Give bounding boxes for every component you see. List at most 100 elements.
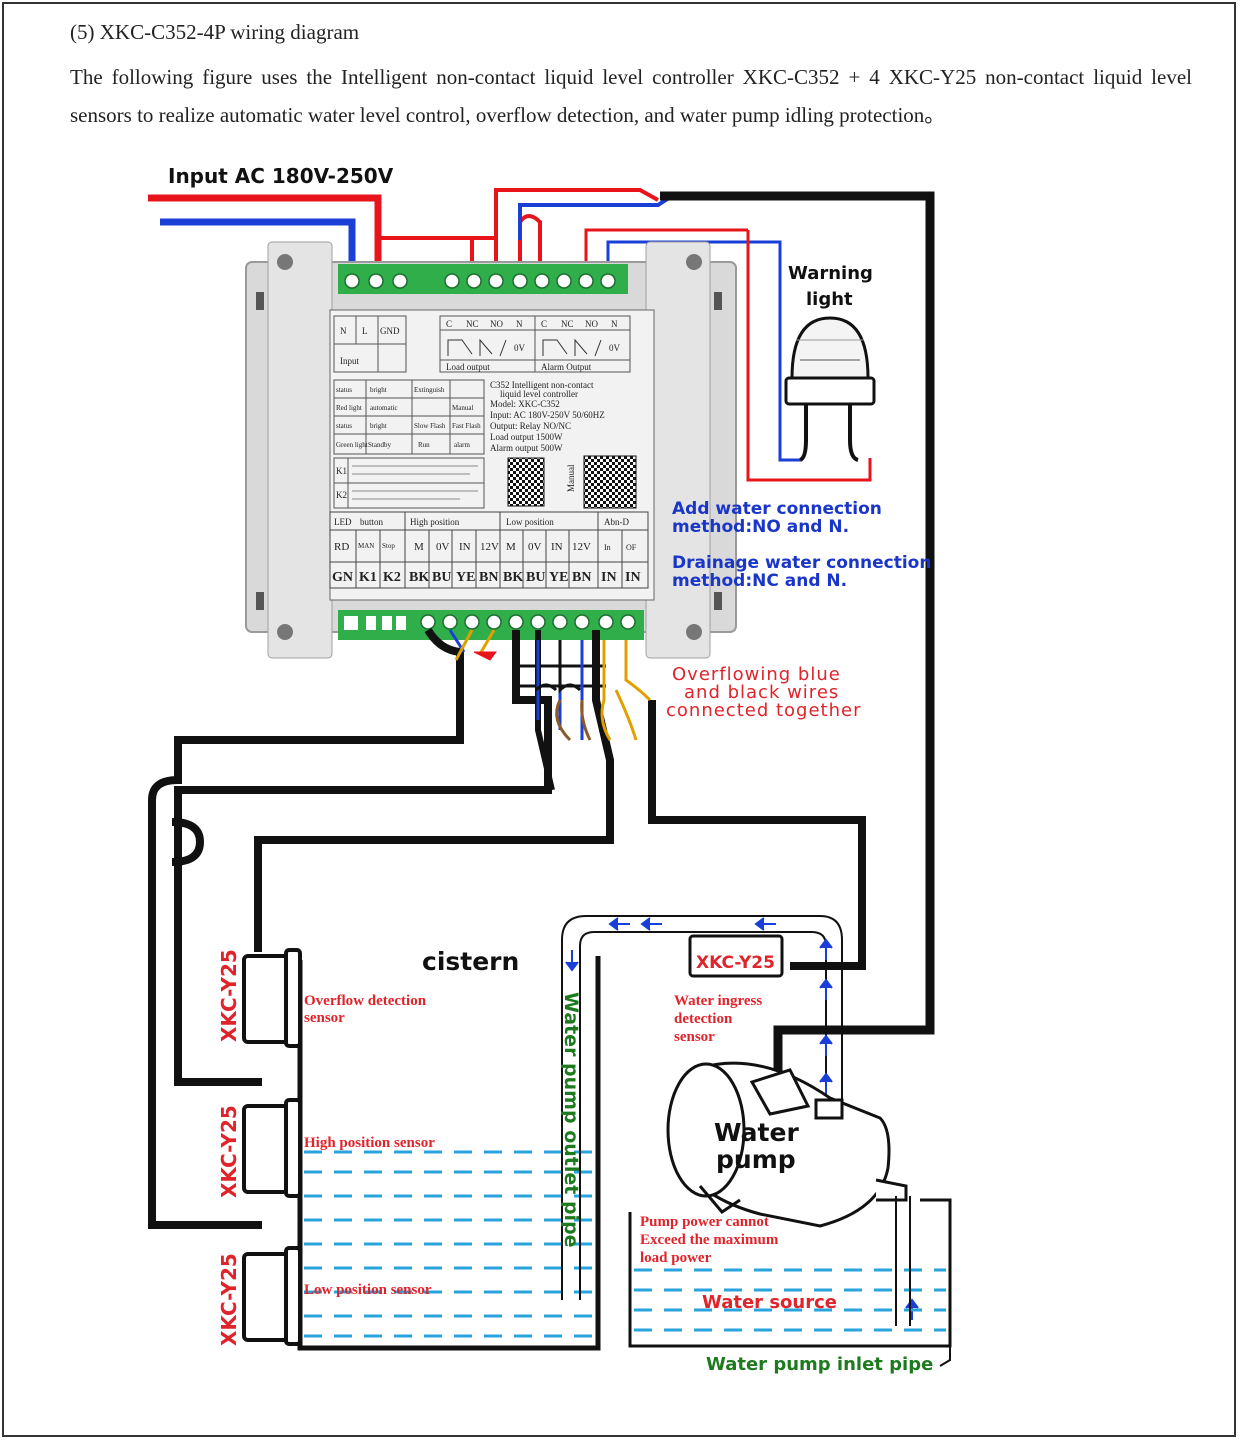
overflow-wires-label-1: Overflowing blue xyxy=(672,664,841,685)
inlet-pipe-label: Water pump inlet pipe xyxy=(706,1354,933,1375)
sensor-icon-overflow xyxy=(242,948,302,1048)
add-water-label-2: method:NO and N. xyxy=(672,517,849,537)
bottom-low-10: YE xyxy=(549,570,568,585)
drainage-label-2: method:NC and N. xyxy=(672,571,847,591)
overflow-sensor-label-2: sensor xyxy=(304,1010,345,1026)
status-cell-6: automatic xyxy=(370,404,398,412)
sensor-icon-low xyxy=(242,1246,302,1346)
status-cell-3: Extinguish xyxy=(414,386,445,394)
panel-k2: K2 xyxy=(336,490,347,500)
bottom-mid-8: M xyxy=(506,541,516,553)
panel-cell-c2: C xyxy=(541,319,547,329)
water-source-label: Water source xyxy=(702,1292,837,1313)
panel-cell-nc1: NC xyxy=(466,319,479,329)
bottom-low-7: BN xyxy=(479,570,498,585)
panel-input-label: Input xyxy=(340,356,359,366)
status-cell-1: status xyxy=(336,386,352,394)
panel-k1: K1 xyxy=(336,466,347,476)
bottom-head-5: Abn-D xyxy=(604,517,629,527)
status-cell-7: status xyxy=(336,422,352,430)
ingress-sensor-label-1: Water ingress xyxy=(674,993,762,1009)
info-line-6: Load output 1500W xyxy=(490,432,563,442)
pump-label-1: Water xyxy=(714,1118,799,1147)
pump-power-label-3: load power xyxy=(640,1250,712,1266)
input-ac-label: Input AC 180V-250V xyxy=(168,164,394,188)
warning-light-icon xyxy=(784,316,876,462)
panel-cell-gnd: GND xyxy=(380,326,400,336)
high-sensor-label: High position sensor xyxy=(304,1135,435,1151)
status-cell-5: Red light xyxy=(336,404,362,412)
bottom-mid-11: 12V xyxy=(572,541,591,553)
bottom-low-1: GN xyxy=(332,570,353,585)
panel-load-output: Load output xyxy=(446,362,490,372)
bottom-low-12: IN xyxy=(601,570,617,585)
info-line-1: C352 Intelligent non-contact xyxy=(490,380,594,390)
bottom-mid-12: In xyxy=(604,543,611,552)
bottom-mid-13: OF xyxy=(626,543,637,552)
status-cell-9: Slow Flash xyxy=(414,422,446,430)
bottom-mid-10: IN xyxy=(551,541,563,553)
panel-cell-c1: C xyxy=(446,319,452,329)
status-cell-2: bright xyxy=(370,386,387,394)
info-line-7: Alarm output 500W xyxy=(490,443,563,453)
status-cell-4: Manual xyxy=(452,404,473,412)
info-line-5: Output: Relay NO/NC xyxy=(490,421,571,431)
ingress-sensor-model: XKC-Y25 xyxy=(696,953,775,973)
status-cell-10: Fast Flash xyxy=(452,422,481,430)
sensor-model-label-3: XKC-Y25 xyxy=(217,1253,241,1346)
status-cell-8: bright xyxy=(370,422,387,430)
drainage-label-1: Drainage water connection xyxy=(672,553,931,573)
section-heading: (5) XKC-C352-4P wiring diagram xyxy=(70,20,360,44)
panel-cell-l: L xyxy=(362,326,368,336)
status-cell-12: Standby xyxy=(368,441,391,449)
overflow-wires-label-3: connected together xyxy=(666,700,862,721)
bottom-mid-6: IN xyxy=(459,541,471,553)
bottom-head-4: Low position xyxy=(506,517,554,527)
bottom-low-13: IN xyxy=(625,570,641,585)
bottom-mid-1: RD xyxy=(334,541,349,553)
bottom-mid-4: M xyxy=(414,541,424,553)
info-line-2: liquid level controller xyxy=(500,389,578,399)
sensor-wire-bundle xyxy=(148,627,866,1229)
info-line-3: Model: XKC-C352 xyxy=(490,399,560,409)
panel-cell-nc2: NC xyxy=(561,319,574,329)
bottom-low-5: BU xyxy=(432,570,451,585)
bottom-low-2: K1 xyxy=(359,570,377,585)
outlet-pipe-label: Water pump outlet pipe xyxy=(560,992,582,1248)
panel-cell-n1: N xyxy=(516,319,523,329)
add-water-label-1: Add water connection xyxy=(672,499,882,519)
panel-manual: Manual xyxy=(566,464,576,492)
ingress-sensor-label-3: sensor xyxy=(674,1029,715,1045)
panel-zero-v-1: 0V xyxy=(514,343,526,353)
panel-cell-no2: NO xyxy=(585,319,598,329)
pump-label-2: pump xyxy=(716,1145,796,1174)
water-source-tank xyxy=(628,1196,952,1367)
warning-light-label-1: Warning xyxy=(788,263,873,284)
panel-cell-n: N xyxy=(340,326,347,336)
bottom-head-2: button xyxy=(360,517,384,527)
bottom-mid-5: 0V xyxy=(436,541,450,553)
bottom-low-6: YE xyxy=(456,570,475,585)
pump-power-label-2: Exceed the maximum xyxy=(640,1232,779,1248)
status-cell-14: alarm xyxy=(454,441,470,449)
panel-cell-n2: N xyxy=(611,319,618,329)
ac-input-wires xyxy=(148,188,872,482)
low-sensor-label: Low position sensor xyxy=(304,1282,432,1298)
bottom-mid-2: MAN xyxy=(358,542,374,550)
bottom-head-1: LED xyxy=(334,517,352,527)
pump-power-label-1: Pump power cannot xyxy=(640,1214,769,1230)
status-cell-11: Green light xyxy=(336,441,368,449)
bottom-mid-3: Stop xyxy=(382,542,395,550)
info-line-4: Input: AC 180V-250V 50/60HZ xyxy=(490,410,605,420)
water-pump-icon xyxy=(666,1061,908,1228)
panel-zero-v-2: 0V xyxy=(609,343,621,353)
bottom-mid-9: 0V xyxy=(528,541,542,553)
intro-paragraph: The following figure uses the Intelligen… xyxy=(70,65,1192,127)
qr-code-icon xyxy=(507,457,545,507)
warning-light-label-2: light xyxy=(806,289,853,310)
bottom-mid-7: 12V xyxy=(480,541,499,553)
controller-label-panel: N L GND Input C NC NO N C NC NO N 0V 0V … xyxy=(329,309,655,601)
bottom-low-8: BK xyxy=(503,570,523,585)
ingress-sensor-label-2: detection xyxy=(674,1011,733,1027)
